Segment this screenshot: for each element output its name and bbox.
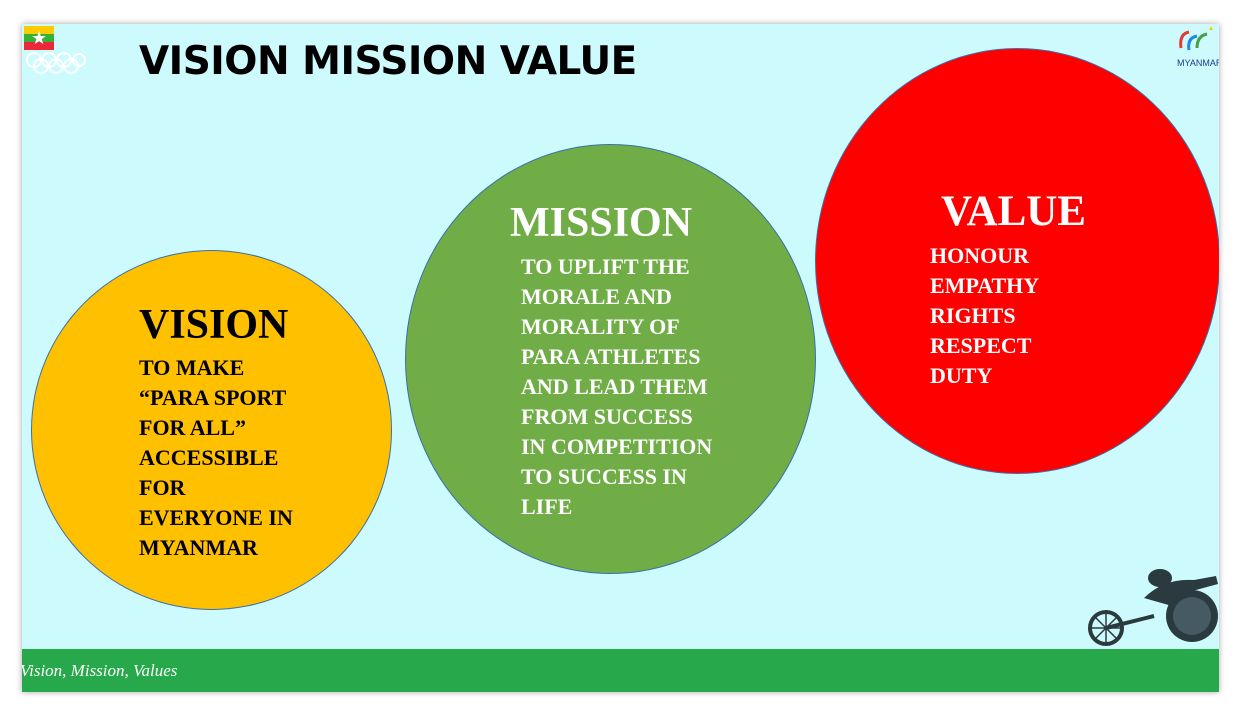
slide: ★ VISION MISSION VALUE MYANMAR VISION TO… [22,24,1219,692]
mission-line: TO SUCCESS IN [521,464,687,489]
vision-line: “PARA SPORT [139,385,287,410]
vision-line: EVERYONE IN [139,505,293,530]
value-line: DUTY [930,363,993,388]
mission-line: FROM SUCCESS [521,404,693,429]
vision-circle: VISION TO MAKE “PARA SPORT FOR ALL” ACCE… [31,250,392,610]
mission-line: MORALE AND [521,284,672,309]
vision-heading: VISION [139,302,289,348]
value-circle: VALUE HONOUR EMPATHY RIGHTS RESPECT DUTY [815,48,1219,474]
vision-line: FOR [139,475,186,500]
slide-title: VISION MISSION VALUE [139,39,637,84]
vision-line: MYANMAR [139,535,258,560]
value-line: RIGHTS [930,303,1016,328]
vision-line: TO MAKE [139,355,245,380]
myanmar-flag-icon: ★ [24,26,54,50]
vision-line: FOR ALL” [139,415,246,440]
mission-heading: MISSION [510,200,693,246]
vision-line: ACCESSIBLE [139,445,279,470]
mission-line: AND LEAD THEM [521,374,708,399]
mission-circle: MISSION TO UPLIFT THE MORALE AND MORALIT… [405,144,816,574]
value-line: EMPATHY [930,273,1040,298]
value-line: RESPECT [930,333,1032,358]
olympic-rings-icon [26,52,86,74]
wheelchair-racer-icon [1088,569,1218,646]
mission-line: PARA ATHLETES [521,344,701,369]
value-line: HONOUR [930,243,1029,268]
mission-line: LIFE [521,494,573,519]
mission-line: IN COMPETITION [521,434,713,459]
logo-text: MYANMAR [1177,58,1219,68]
paralympic-logo: MYANMAR [1175,26,1219,76]
footer-text: Vision, Mission, Values [22,661,178,680]
footer-ground-bar: Vision, Mission, Values [22,649,1219,692]
paralympic-logo-icon [1179,26,1213,51]
mission-line: TO UPLIFT THE [521,254,690,279]
value-heading: VALUE [941,188,1086,235]
mission-line: MORALITY OF [521,314,680,339]
